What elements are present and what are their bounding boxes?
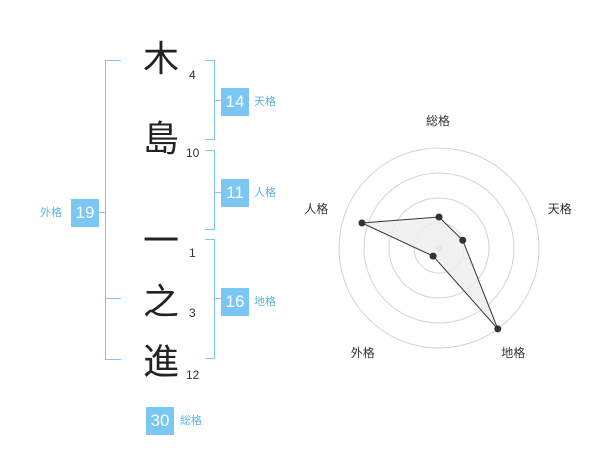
radar-grid-ring (338, 147, 540, 349)
radar-grid-ring (388, 197, 490, 299)
gaikaku-divider-tick (106, 298, 121, 299)
soukaku-label: 総格 (180, 414, 202, 427)
radar-axis-label-4: 外格 (350, 345, 375, 360)
radar-point-4 (429, 252, 437, 260)
gaikaku-label: 外格 (40, 206, 62, 219)
radar-axis-label-2: 天格 (547, 202, 572, 217)
radar-series-shape (360, 216, 499, 330)
tenkaku-value: 14 (221, 88, 249, 116)
chikaku-value: 16 (221, 288, 249, 316)
stroke-count-5: 12 (186, 368, 200, 382)
radar-grid-ring (413, 222, 465, 274)
chikaku-connector (215, 298, 221, 299)
stroke-count-3: 1 (189, 246, 196, 260)
radar-axis-label-3: 地格 (501, 345, 526, 360)
name-character-4: 之 (142, 282, 179, 323)
radar-point-1 (435, 213, 443, 221)
tenkaku-connector (215, 100, 221, 101)
radar-point-3 (494, 325, 502, 333)
radar-center (435, 244, 443, 252)
tenkaku-label: 天格 (254, 95, 276, 108)
name-character-5: 進 (142, 342, 179, 383)
stroke-count-2: 10 (186, 146, 200, 160)
tenkaku-bracket (205, 60, 215, 140)
gaikaku-connector (99, 212, 106, 213)
radar-point-2 (459, 236, 467, 244)
radar-grid-ring (363, 172, 515, 324)
jinkaku-bracket (205, 150, 215, 230)
stroke-count-1: 4 (189, 68, 196, 82)
jinkaku-value: 11 (221, 179, 249, 207)
radar-axis-label-1: 総格 (426, 114, 451, 128)
name-character-1: 木 (142, 39, 179, 80)
stroke-count-4: 3 (189, 306, 196, 320)
radar-point-5 (358, 219, 366, 227)
gaikaku-value: 19 (71, 199, 99, 227)
jinkaku-label: 人格 (254, 186, 276, 199)
chikaku-bracket (205, 239, 215, 359)
radar-axis-label-5: 人格 (304, 202, 329, 217)
name-character-3: 一 (142, 221, 179, 262)
jinkaku-connector (215, 192, 221, 193)
soukaku-value: 30 (146, 407, 174, 435)
name-character-2: 島 (142, 119, 179, 160)
gaikaku-bracket (105, 60, 121, 360)
chikaku-label: 地格 (254, 295, 276, 308)
